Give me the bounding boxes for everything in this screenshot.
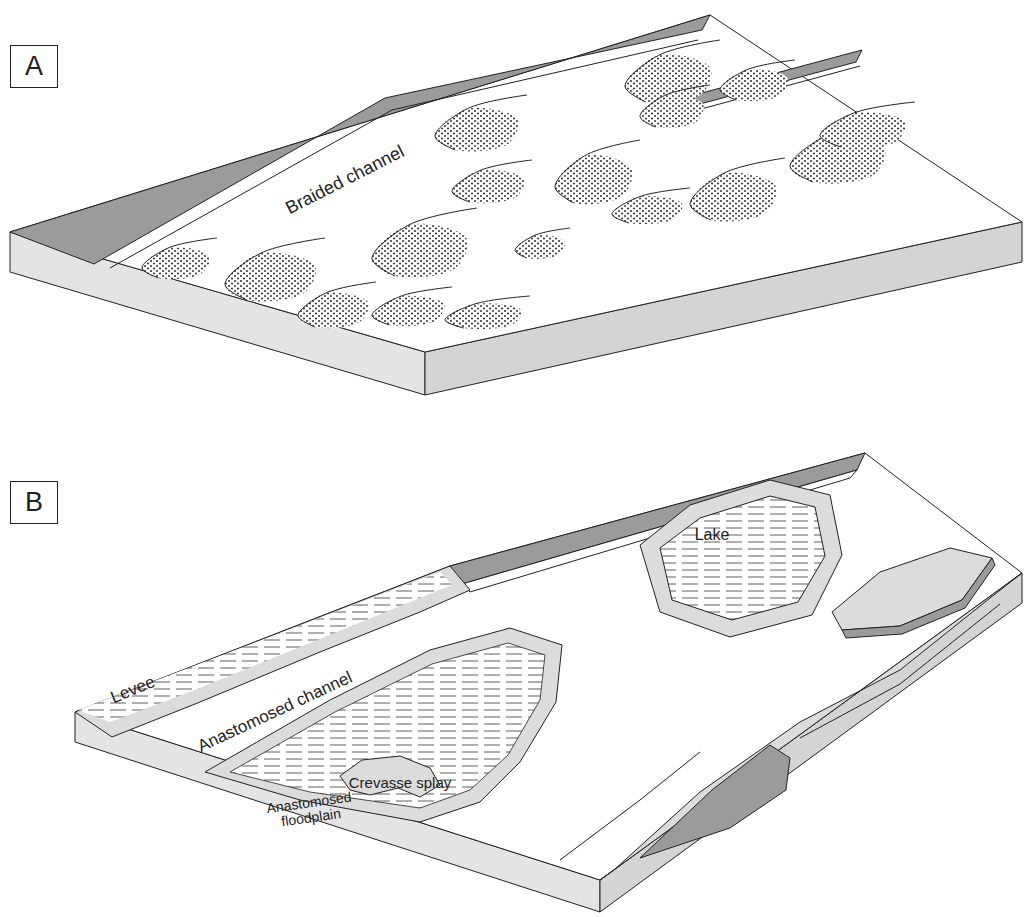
bar-outline <box>372 287 452 325</box>
gravel-bar <box>225 252 316 301</box>
anastomosed-block <box>75 453 1022 912</box>
gravel-bar <box>555 155 633 205</box>
block-top <box>75 453 1022 880</box>
gravel-bar <box>820 112 906 148</box>
bar-outline <box>435 95 527 150</box>
bar-outline <box>640 85 710 127</box>
gravel-bar <box>445 303 522 329</box>
gravel-bar <box>515 235 565 259</box>
gravel-bar <box>640 95 704 128</box>
bar-outline <box>612 188 690 223</box>
bar-outline <box>720 60 795 100</box>
bar-outline <box>445 296 530 328</box>
gravel-bar <box>452 170 525 204</box>
bank-line <box>800 604 1000 738</box>
panel-label-box: A <box>10 45 58 88</box>
bank-dark <box>10 15 710 264</box>
panel-letter: A <box>25 53 43 80</box>
bar-outline <box>820 102 915 147</box>
bar-outline <box>372 208 477 276</box>
levee <box>600 573 1022 880</box>
gravel-bar <box>690 172 777 221</box>
bar-outline <box>142 238 217 278</box>
bar-outline <box>298 282 376 327</box>
gravel-bar <box>372 224 468 278</box>
bank-dark <box>640 745 790 858</box>
bank-line <box>690 66 860 112</box>
braided-block <box>10 15 1022 395</box>
bar-outline <box>515 228 570 258</box>
panel-label-box: B <box>10 481 58 524</box>
floodplain <box>230 643 545 808</box>
gravel-bar <box>720 69 788 101</box>
bar-outline <box>555 140 640 203</box>
levee <box>832 548 992 630</box>
panel-letter: B <box>25 489 43 516</box>
channel-line <box>560 752 700 860</box>
gravel-bar <box>142 247 210 279</box>
levee <box>640 480 842 637</box>
gravel-bar <box>298 292 369 328</box>
block-top <box>10 15 1022 352</box>
lake <box>660 496 825 620</box>
gravel-bar <box>612 196 683 224</box>
gravel-bar <box>372 296 444 327</box>
bar-outline <box>225 238 325 300</box>
bar-outline <box>690 158 785 220</box>
feature-label: Lake <box>695 527 730 544</box>
feature-label: Crevasse splay <box>349 775 452 791</box>
bar-outline <box>452 160 532 202</box>
gravel-bar <box>435 108 519 152</box>
